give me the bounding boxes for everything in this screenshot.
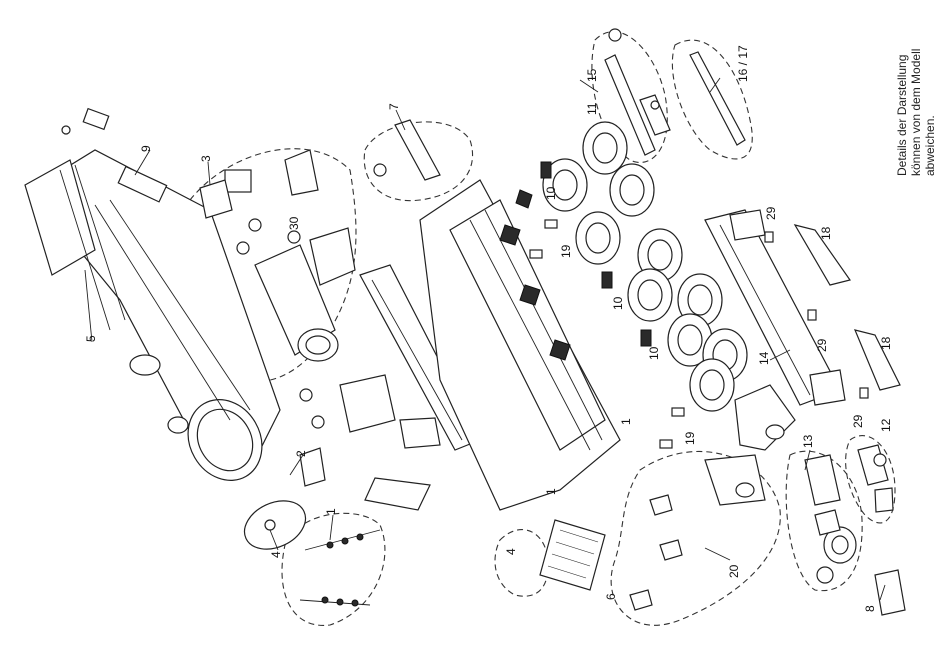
group-outline-4b: [495, 530, 548, 597]
callout-3: 3: [199, 155, 213, 162]
callout-12: 12: [879, 418, 893, 432]
callout-16-17: 16 / 17: [736, 45, 750, 82]
valve-gear-7: [374, 120, 440, 180]
spring-set-1: [300, 530, 380, 606]
boiler-shell: [25, 150, 280, 494]
callout-4: 4: [504, 548, 518, 555]
callout-2: 2: [294, 450, 308, 457]
callout-7: 7: [387, 103, 401, 110]
callout-5: 5: [84, 335, 98, 342]
coupling-rods: [605, 29, 745, 155]
callout-1: 1: [619, 418, 633, 425]
callout-18: 18: [879, 336, 893, 350]
callout-1: 1: [324, 508, 338, 515]
coupler-part-8: [875, 570, 905, 615]
disclaimer-line-3: abweichen.: [923, 36, 937, 176]
cab-window-part: [62, 109, 109, 134]
callout-4: 4: [269, 551, 283, 558]
callout-30: 30: [287, 216, 301, 230]
pony-truck: [858, 445, 893, 512]
callout-18: 18: [819, 226, 833, 240]
callout-13: 13: [801, 434, 815, 448]
callout-10: 10: [611, 296, 625, 310]
circuit-board: [540, 520, 605, 590]
callout-19: 19: [559, 244, 573, 258]
small-parts-20: [630, 495, 682, 610]
callout-9: 9: [139, 145, 153, 152]
disclaimer-note: Details der Darstellung können von dem M…: [895, 36, 950, 176]
trailing-truck: [805, 455, 856, 583]
callout-15: 15: [585, 68, 599, 82]
callout-29: 29: [815, 338, 829, 352]
callout-8: 8: [863, 605, 877, 612]
wheelset-3: [628, 229, 682, 321]
callout-29: 29: [851, 414, 865, 428]
disclaimer-line-2: können von dem Modell: [909, 36, 923, 176]
callout-19: 19: [683, 431, 697, 445]
callout-10: 10: [647, 346, 661, 360]
callout-29: 29: [764, 206, 778, 220]
callout-14: 14: [757, 351, 771, 365]
callout-11: 11: [585, 102, 599, 115]
callout-1: 1: [544, 488, 558, 495]
disclaimer-line-1: Details der Darstellung: [895, 36, 909, 176]
callout-10: 10: [544, 186, 558, 200]
callout-6: 6: [604, 593, 618, 600]
callout-20: 20: [727, 564, 741, 578]
